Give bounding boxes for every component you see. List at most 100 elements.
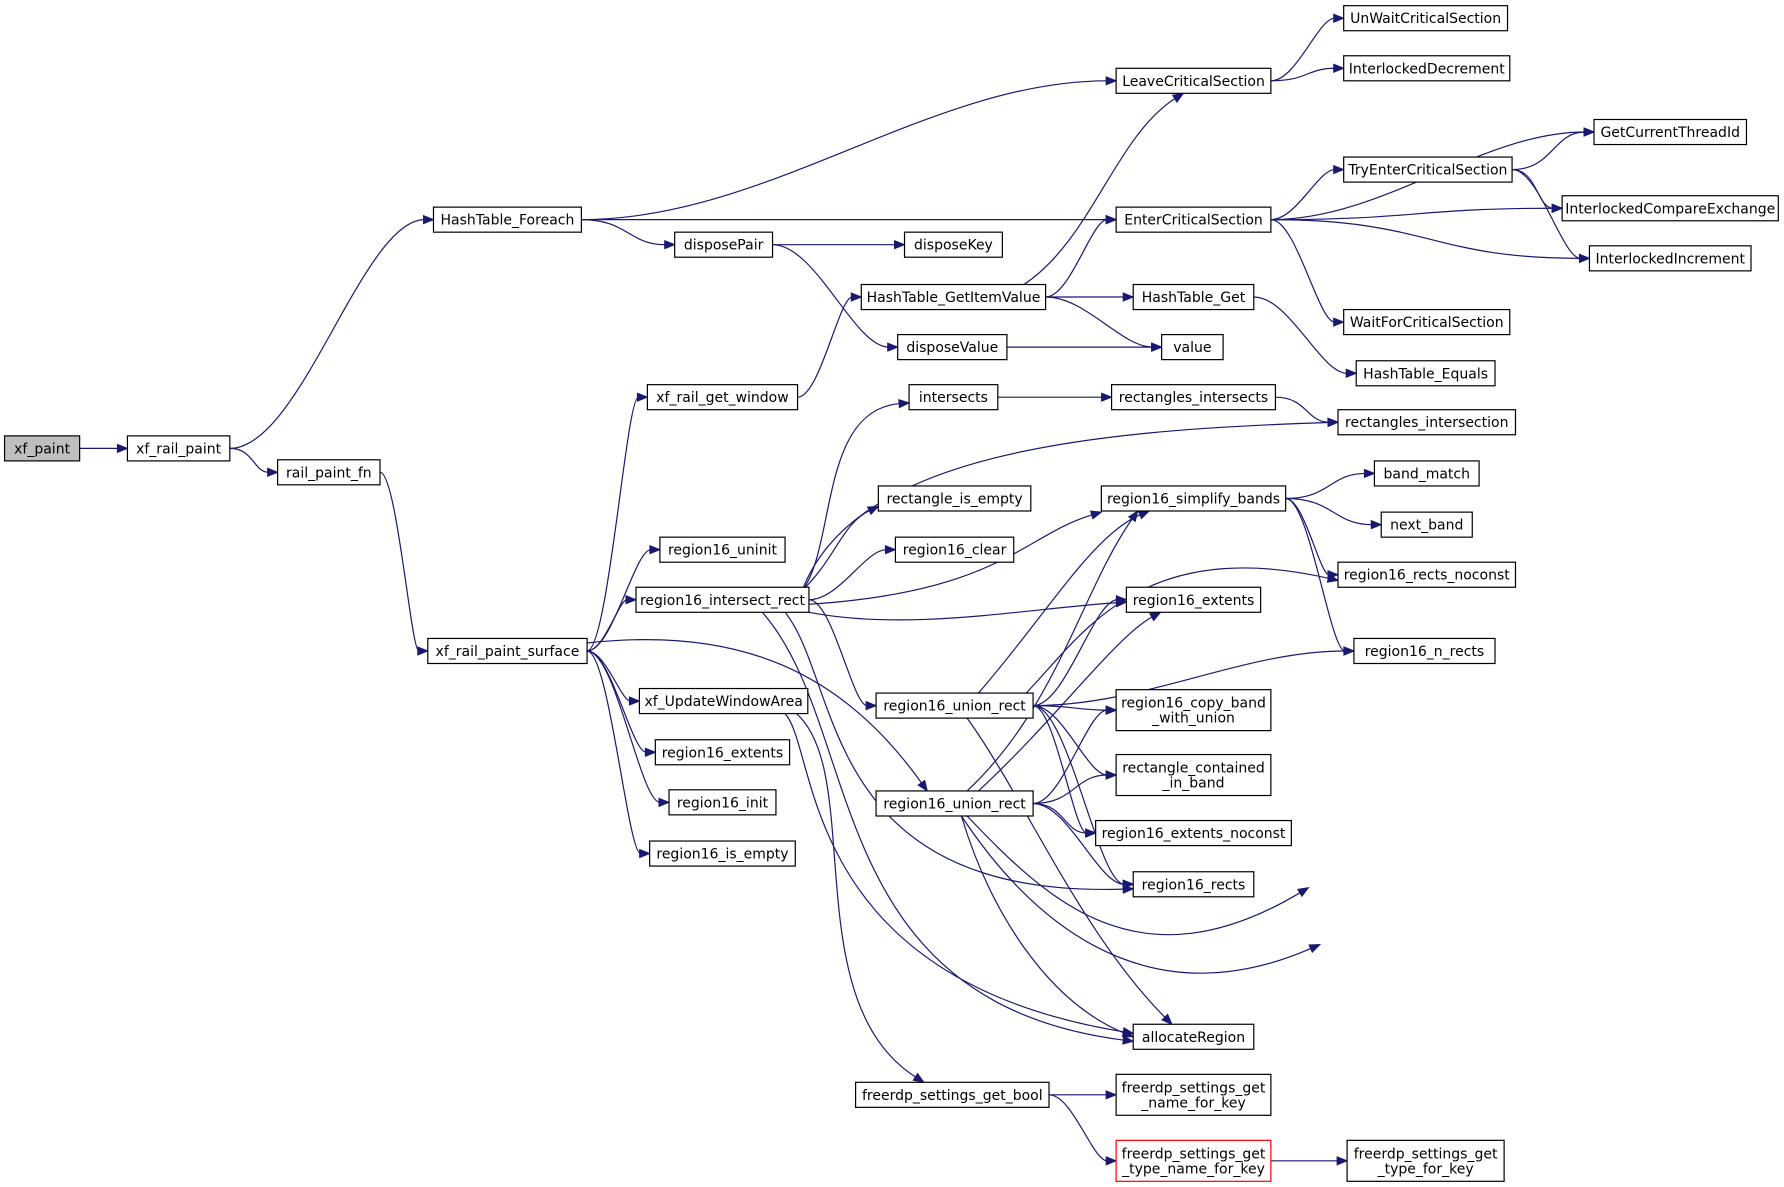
arrowhead-icon xyxy=(1122,1027,1135,1037)
arrowhead-icon xyxy=(1105,1156,1118,1166)
node-region16-simplify-bands[interactable]: region16_simplify_bands xyxy=(1100,485,1287,512)
node-region16-rects[interactable]: region16_rects xyxy=(1132,871,1255,898)
node-disposePair[interactable]: disposePair xyxy=(674,231,774,258)
node-region16-extents-l[interactable]: region16_extents xyxy=(654,739,791,766)
node-HashTable-Get[interactable]: HashTable_Get xyxy=(1132,283,1255,311)
arrowhead-icon xyxy=(422,214,435,225)
arrowhead-icon xyxy=(1578,253,1591,264)
node-label: _type_name_for_key xyxy=(1121,1161,1265,1177)
node-rectangles-intersection[interactable]: rectangles_intersection xyxy=(1337,409,1517,436)
edge-xf_rail_paint_surface-to-region16_init xyxy=(586,650,671,808)
node-band-match[interactable]: band_match xyxy=(1373,460,1480,487)
node-disposeKey[interactable]: disposeKey xyxy=(903,231,1003,258)
edge-xf_rail_paint_surface-to-xf_rail_get_window xyxy=(586,392,649,652)
node-HashTable-Equals[interactable]: HashTable_Equals xyxy=(1355,360,1496,387)
arrowhead-icon xyxy=(1101,392,1113,402)
edge-line xyxy=(784,611,1125,890)
edge-line xyxy=(960,815,1312,974)
edge-region16_union_rect_b-to-region16_extents_r xyxy=(978,611,1162,792)
node-label: HashTable_Get xyxy=(1142,290,1246,306)
arrowhead-icon xyxy=(1551,203,1564,214)
node-xf-rail-paint[interactable]: xf_rail_paint xyxy=(126,435,231,462)
node-xf-rail-get-window[interactable]: xf_rail_get_window xyxy=(646,384,799,411)
node-region16-clear[interactable]: region16_clear xyxy=(894,536,1015,563)
node-EnterCriticalSection[interactable]: EnterCriticalSection xyxy=(1115,206,1272,233)
node-freerdp-settings-get-name-for-key[interactable]: freerdp_settings_get_name_for_key xyxy=(1115,1073,1272,1116)
arrowhead-icon xyxy=(850,292,863,302)
arrowhead-icon xyxy=(1326,573,1340,583)
edge-xf_rail_paint_surface-to-region16_union_rect_b xyxy=(587,638,929,793)
node-region16-union-rect-a[interactable]: region16_union_rect xyxy=(875,692,1034,719)
node-box xyxy=(1588,245,1752,272)
node-box xyxy=(635,586,810,613)
edge-line xyxy=(796,713,917,1078)
node-InterlockedIncrement[interactable]: InterlockedIncrement xyxy=(1588,245,1752,272)
arrowhead-icon xyxy=(664,239,677,250)
node-rail-paint-fn[interactable]: rail_paint_fn xyxy=(277,459,381,486)
node-WaitForCriticalSection[interactable]: WaitForCriticalSection xyxy=(1343,308,1511,336)
node-freerdp-settings-get-type-for-key[interactable]: freerdp_settings_get_type_for_key xyxy=(1346,1139,1505,1182)
node-label: freerdp_settings_get_bool xyxy=(862,1088,1043,1104)
node-intersects[interactable]: intersects xyxy=(908,384,999,411)
node-region16-extents-noconst[interactable]: region16_extents_noconst xyxy=(1095,819,1292,847)
node-HashTable-Foreach[interactable]: HashTable_Foreach xyxy=(432,206,582,233)
node-GetCurrentThreadId[interactable]: GetCurrentThreadId xyxy=(1593,118,1748,146)
edge-HashTable_GetItemValue-to-HashTable_Get xyxy=(1045,292,1135,302)
arrowhead-icon xyxy=(898,398,911,409)
arrowhead-icon xyxy=(1105,1090,1118,1100)
edge-region16_simplify_bands-to-next_band xyxy=(1285,497,1383,530)
edge-region16_intersect_rect-to-region16_extents_r xyxy=(808,598,1128,621)
node-label: band_match xyxy=(1383,466,1470,482)
node-box xyxy=(1100,485,1287,512)
node-region16-intersect-rect[interactable]: region16_intersect_rect xyxy=(635,586,810,613)
node-rectangle-is-empty[interactable]: rectangle_is_empty xyxy=(877,485,1032,512)
node-freerdp-settings-get-type-name-for-key[interactable]: freerdp_settings_get_type_name_for_key xyxy=(1115,1139,1272,1182)
node-InterlockedDecrement[interactable]: InterlockedDecrement xyxy=(1343,55,1511,82)
node-rectangles-intersects[interactable]: rectangles_intersects xyxy=(1110,384,1277,411)
node-disposeValue[interactable]: disposeValue xyxy=(897,333,1008,361)
node-label: region16_rects xyxy=(1142,877,1246,893)
edge-line xyxy=(966,518,1134,792)
node-region16-is-empty[interactable]: region16_is_empty xyxy=(649,840,796,867)
node-xf-paint[interactable]: xf_paint xyxy=(3,435,81,462)
node-freerdp-settings-get-bool[interactable]: freerdp_settings_get_bool xyxy=(854,1081,1050,1108)
node-UnWaitCriticalSection[interactable]: UnWaitCriticalSection xyxy=(1343,5,1509,32)
edge-line xyxy=(761,611,1125,1041)
node-label: rail_paint_fn xyxy=(286,465,372,481)
node-LeaveCriticalSection[interactable]: LeaveCriticalSection xyxy=(1115,67,1272,94)
node-box xyxy=(1132,283,1255,311)
node-xf-UpdateWindowArea[interactable]: xf_UpdateWindowArea xyxy=(638,687,809,715)
node-rectangle-contained-in-band[interactable]: rectangle_contained_in_band xyxy=(1115,753,1272,797)
node-region16-union-rect-b[interactable]: region16_union_rect xyxy=(875,790,1034,817)
edge-region16_union_rect_b-to-region16_n_rects xyxy=(960,815,1322,974)
node-region16-rects-noconst[interactable]: region16_rects_noconst xyxy=(1337,561,1517,588)
arrowhead-icon xyxy=(1122,292,1135,302)
edge-HashTable_Foreach-to-disposePair xyxy=(581,219,677,250)
node-TryEnterCriticalSection[interactable]: TryEnterCriticalSection xyxy=(1343,156,1513,183)
arrowhead-icon xyxy=(912,1072,925,1084)
node-allocateRegion[interactable]: allocateRegion xyxy=(1132,1023,1255,1050)
node-region16-n-rects[interactable]: region16_n_rects xyxy=(1353,637,1496,665)
arrowhead-icon xyxy=(1296,886,1310,898)
arrowhead-icon xyxy=(625,595,638,605)
edge-region16_union_rect_b-to-region16_simplify_bands xyxy=(966,509,1139,792)
node-xf-rail-paint-surface[interactable]: xf_rail_paint_surface xyxy=(427,637,588,665)
node-region16-uninit[interactable]: region16_uninit xyxy=(659,536,786,563)
node-box xyxy=(1095,819,1292,847)
node-InterlockedCompareExchange[interactable]: InterlockedCompareExchange xyxy=(1561,195,1779,222)
node-box xyxy=(432,206,582,233)
edge-line xyxy=(978,616,1153,792)
node-value[interactable]: value xyxy=(1161,333,1224,361)
node-region16-copy-band-with-union[interactable]: region16_copy_band_with_union xyxy=(1115,689,1272,732)
node-box xyxy=(903,231,1003,258)
node-label: xf_rail_paint_surface xyxy=(436,644,580,660)
node-region16-init[interactable]: region16_init xyxy=(668,789,777,816)
node-box xyxy=(1593,118,1748,146)
arrowhead-icon xyxy=(866,505,880,516)
edge-HashTable_Get-to-HashTable_Equals xyxy=(1253,296,1358,379)
edge-line xyxy=(581,219,666,246)
node-label: region16_simplify_bands xyxy=(1107,491,1280,507)
node-HashTable-GetItemValue[interactable]: HashTable_GetItemValue xyxy=(860,283,1047,311)
node-region16-extents-r[interactable]: region16_extents xyxy=(1125,586,1262,613)
node-next-band[interactable]: next_band xyxy=(1380,511,1473,538)
